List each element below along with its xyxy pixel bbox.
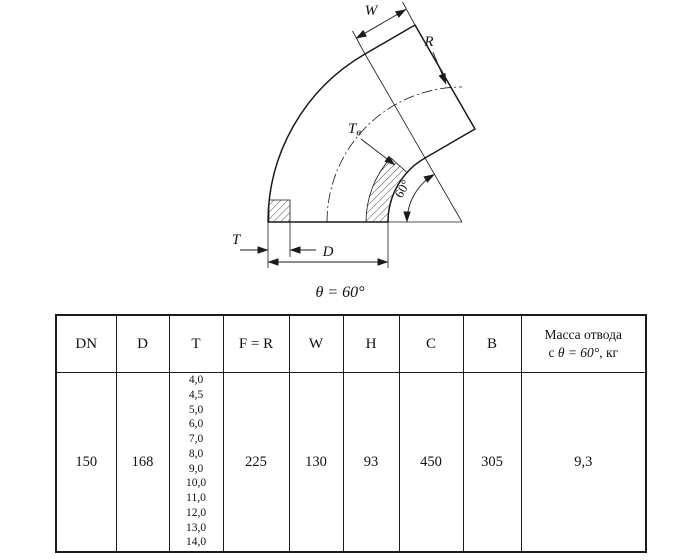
t-value: 12,0 <box>185 506 207 519</box>
centerline-arc <box>326 86 463 223</box>
t-value: 13,0 <box>185 521 207 534</box>
t-value: 4,0 <box>188 374 204 386</box>
cell-h: 93 <box>342 372 400 553</box>
col-header-f-r: F = R <box>222 314 290 373</box>
mass-header-line2-post: , кг <box>599 345 619 360</box>
mass-header-line2: с θ = 60°, кг <box>522 344 646 362</box>
tv-label-sub: в <box>356 128 361 139</box>
t-label: T <box>232 232 242 248</box>
cell-c: 450 <box>398 372 464 553</box>
t-value: 9,0 <box>188 462 204 475</box>
tv-label-main: Т <box>348 121 358 137</box>
col-header-w: W <box>288 314 344 373</box>
mass-header-line2-theta: θ = 60° <box>557 345 600 360</box>
t-value: 4,5 <box>188 388 204 401</box>
tv-leader-line <box>360 138 396 166</box>
t-value: 10,0 <box>185 477 207 490</box>
col-header-c: C <box>398 314 464 373</box>
elbow-diagram: 60° W R Тв T D θ = 60° <box>232 1 476 301</box>
t-value: 14,0 <box>185 536 207 549</box>
table-header-row: DN D T F = R W H C B Масса отвода с θ = … <box>55 314 647 373</box>
t-value: 7,0 <box>188 433 204 446</box>
w-label: W <box>365 3 379 19</box>
r-label: R <box>423 34 433 50</box>
cell-b: 305 <box>462 372 522 553</box>
col-header-h: H <box>342 314 400 373</box>
col-header-d: D <box>115 314 170 373</box>
dimension-table-wrap: DN D T F = R W H C B Масса отвода с θ = … <box>55 314 700 553</box>
cell-f-r: 225 <box>222 372 290 553</box>
col-header-b: B <box>462 314 522 373</box>
t-value: 6,0 <box>188 418 204 431</box>
theta-caption: θ = 60° <box>315 284 365 301</box>
d-label: D <box>322 244 334 260</box>
w-ext-line-1 <box>352 30 366 55</box>
wall-section-bottom <box>268 199 291 223</box>
col-header-dn: DN <box>55 314 117 373</box>
t-value: 5,0 <box>188 403 204 416</box>
t-value: 8,0 <box>188 447 204 460</box>
r-leader-line <box>432 51 447 85</box>
mass-header-line1: Масса отвода <box>544 326 623 342</box>
cell-dn: 150 <box>55 372 117 553</box>
cell-mass: 9,3 <box>520 372 647 553</box>
col-header-t: T <box>168 314 224 373</box>
w-ext-line-2 <box>402 1 416 26</box>
w-dimension-line <box>355 9 407 39</box>
tv-label: Тв <box>348 121 361 139</box>
t-value: 11,0 <box>186 492 206 505</box>
col-header-mass: Масса отвода с θ = 60°, кг <box>520 314 647 373</box>
cell-d: 168 <box>115 372 170 553</box>
angle-arc <box>403 174 435 223</box>
wall-section-inner <box>365 157 408 223</box>
miter-plane-line <box>364 53 463 223</box>
mass-header-line2-pre: с <box>548 345 558 360</box>
dimension-table: DN D T F = R W H C B Масса отвода с θ = … <box>55 314 647 553</box>
cell-w: 130 <box>288 372 344 553</box>
